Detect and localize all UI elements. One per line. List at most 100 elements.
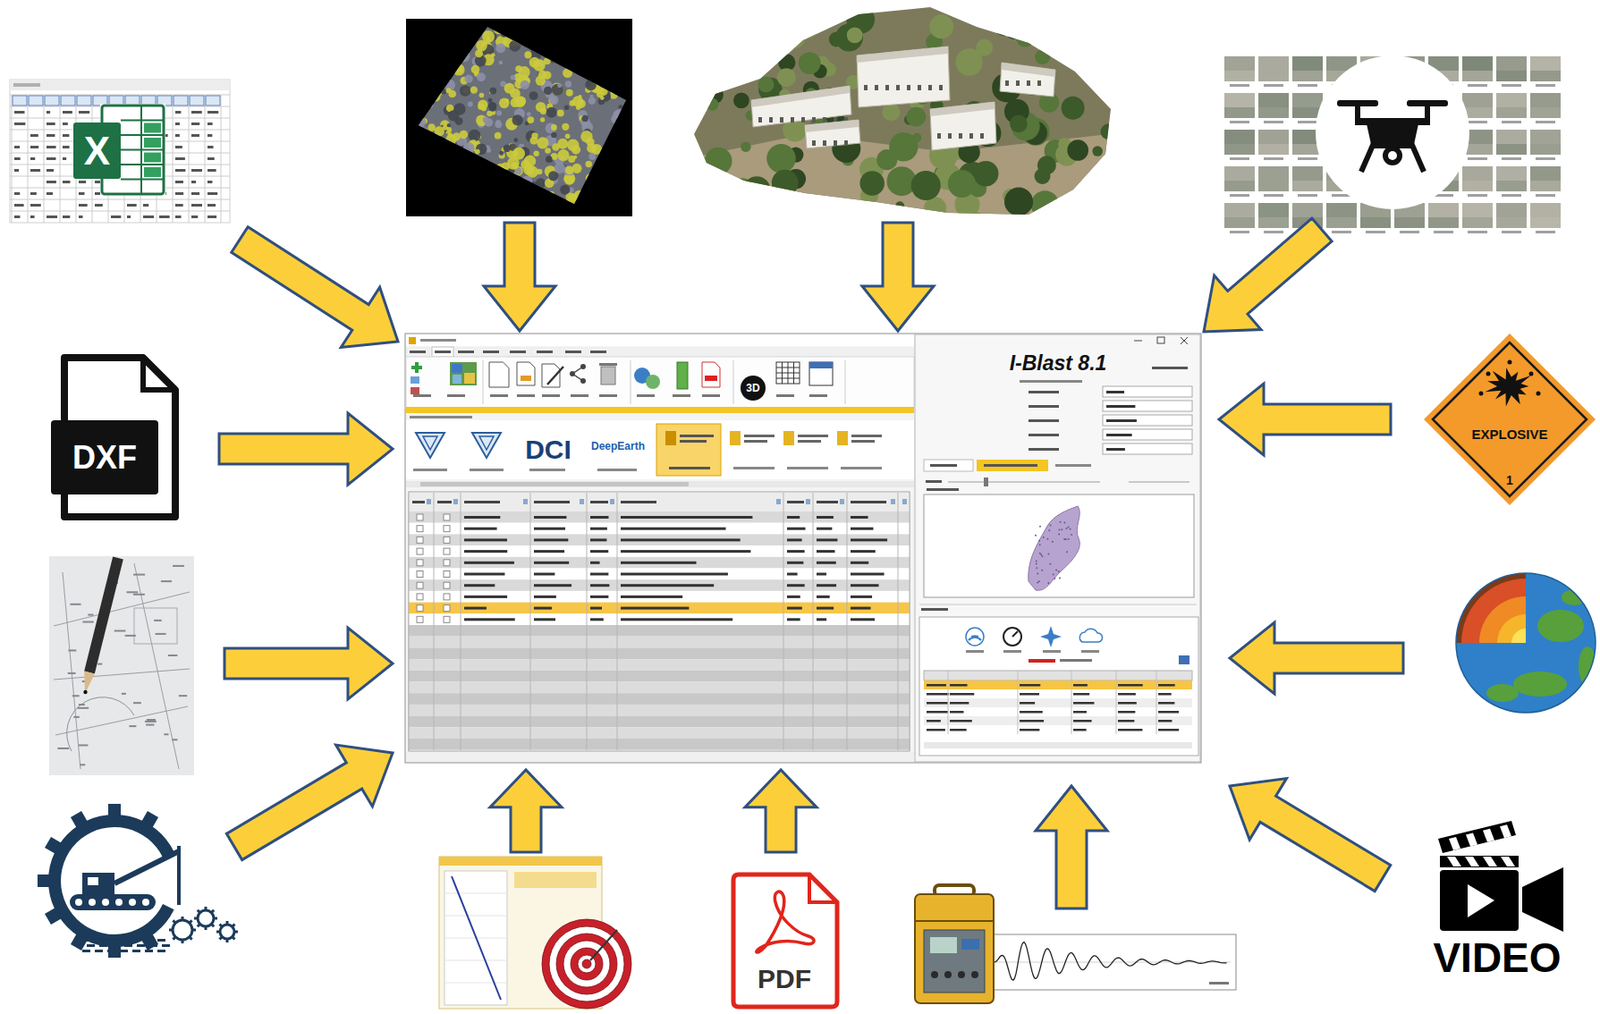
point-cloud-surface xyxy=(510,184,523,196)
software-screenshot xyxy=(1059,521,1062,524)
point-cloud-surface xyxy=(538,193,544,199)
point-cloud-surface xyxy=(551,143,559,151)
point-cloud-surface xyxy=(541,204,550,212)
software-title: I-Blast 8.1 xyxy=(995,349,1121,377)
technical-sketch-photo xyxy=(172,565,185,568)
point-cloud-surface xyxy=(545,122,557,134)
video-clapper-icon xyxy=(1482,856,1498,867)
technical-sketch-photo xyxy=(163,733,169,736)
point-cloud-surface xyxy=(543,57,551,65)
point-cloud-surface xyxy=(611,22,623,34)
point-cloud-surface xyxy=(492,199,499,205)
aerial-3d-model xyxy=(751,27,779,56)
software-screenshot xyxy=(890,499,896,505)
software-screenshot xyxy=(797,434,829,438)
software-screenshot xyxy=(787,584,805,587)
software-screenshot xyxy=(851,440,875,443)
software-screenshot xyxy=(776,378,800,380)
spreadsheet-thumbnail xyxy=(175,157,186,161)
point-cloud-surface xyxy=(424,78,430,84)
point-cloud-surface xyxy=(424,176,433,185)
video-clapper-icon xyxy=(1438,821,1516,854)
point-cloud-surface xyxy=(459,84,471,96)
spreadsheet-thumbnail xyxy=(78,192,85,195)
spreadsheet-thumbnail xyxy=(191,169,203,172)
drilling-machine-gear-icon xyxy=(136,944,145,948)
aerial-3d-model xyxy=(757,76,774,93)
aerial-3d-model xyxy=(928,84,932,91)
drone-photo-grid xyxy=(1530,107,1561,119)
input-arrow xyxy=(224,218,1404,909)
point-cloud-surface xyxy=(425,87,432,94)
software-screenshot xyxy=(1028,506,1080,591)
software-screenshot xyxy=(533,573,555,576)
point-cloud-surface xyxy=(424,23,431,29)
point-cloud-surface xyxy=(617,34,627,44)
aerial-3d-model xyxy=(804,119,861,149)
point-cloud-surface xyxy=(444,152,453,161)
software-screenshot xyxy=(590,573,609,576)
aerial-3d-model xyxy=(705,98,719,111)
drilling-machine-gear-icon xyxy=(211,910,214,914)
drone-photo-grid xyxy=(1263,120,1284,124)
software-screenshot xyxy=(1073,693,1090,696)
software-screenshot xyxy=(923,680,1193,690)
point-cloud-surface xyxy=(598,163,608,173)
drilling-machine-gear-icon xyxy=(220,937,223,940)
drilling-machine-gear-icon xyxy=(194,917,198,921)
aerial-3d-model xyxy=(799,20,818,39)
point-cloud-surface xyxy=(601,185,607,191)
drilling-machine-gear-icon xyxy=(87,877,99,886)
software-screenshot xyxy=(923,689,1193,699)
point-cloud-surface xyxy=(578,94,583,99)
video-clapper-icon xyxy=(1439,870,1519,932)
software-screenshot xyxy=(529,468,566,472)
point-cloud-surface xyxy=(467,101,474,108)
drone-photo-grid xyxy=(1297,84,1318,87)
technical-sketch-photo xyxy=(84,557,124,675)
technical-sketch-photo xyxy=(128,725,136,728)
software-screenshot xyxy=(1049,563,1051,566)
point-cloud-surface xyxy=(491,52,496,58)
seismograph-recording xyxy=(971,971,979,979)
software-screenshot xyxy=(620,516,753,519)
software-screenshot xyxy=(1019,380,1083,383)
software-screenshot xyxy=(949,728,967,732)
software-screenshot xyxy=(1073,728,1087,732)
point-cloud-surface xyxy=(427,123,436,132)
point-cloud-surface xyxy=(437,72,449,85)
spreadsheet-thumbnail xyxy=(173,95,188,106)
software-screenshot xyxy=(677,362,688,390)
aerial-3d-model xyxy=(930,101,997,151)
software-screenshot xyxy=(1102,443,1193,455)
software-screenshot xyxy=(406,481,915,488)
software-screenshot xyxy=(1042,650,1061,653)
technical-sketch-photo xyxy=(83,690,87,695)
aerial-3d-model xyxy=(939,84,943,91)
aerial-3d-model xyxy=(923,196,947,220)
point-cloud-surface xyxy=(426,101,433,108)
point-cloud-surface xyxy=(416,83,425,92)
point-cloud-surface xyxy=(465,160,474,169)
point-cloud-surface xyxy=(440,40,447,47)
point-cloud-surface xyxy=(459,130,469,140)
seismograph-recording xyxy=(923,930,985,993)
point-cloud-surface xyxy=(526,195,536,205)
software-screenshot xyxy=(601,366,616,385)
file-type-label: DXF xyxy=(50,420,159,495)
software-screenshot xyxy=(443,559,450,567)
earth-layers-globe xyxy=(1513,671,1567,697)
point-cloud-surface xyxy=(550,200,559,208)
software-screenshot xyxy=(406,334,915,347)
software-screenshot xyxy=(541,394,560,398)
dxf-file-icon-art xyxy=(50,357,176,517)
aerial-3d-model xyxy=(905,107,926,127)
drone-photo-grid xyxy=(1229,194,1250,197)
drilling-machine-gear-icon xyxy=(226,939,229,943)
software-screenshot xyxy=(1117,728,1143,732)
point-cloud-surface xyxy=(512,114,524,126)
software-screenshot xyxy=(1067,538,1070,541)
earth-layers-globe xyxy=(1456,573,1596,713)
spreadsheet-thumbnail xyxy=(143,215,154,219)
spreadsheet-thumbnail xyxy=(62,110,73,114)
